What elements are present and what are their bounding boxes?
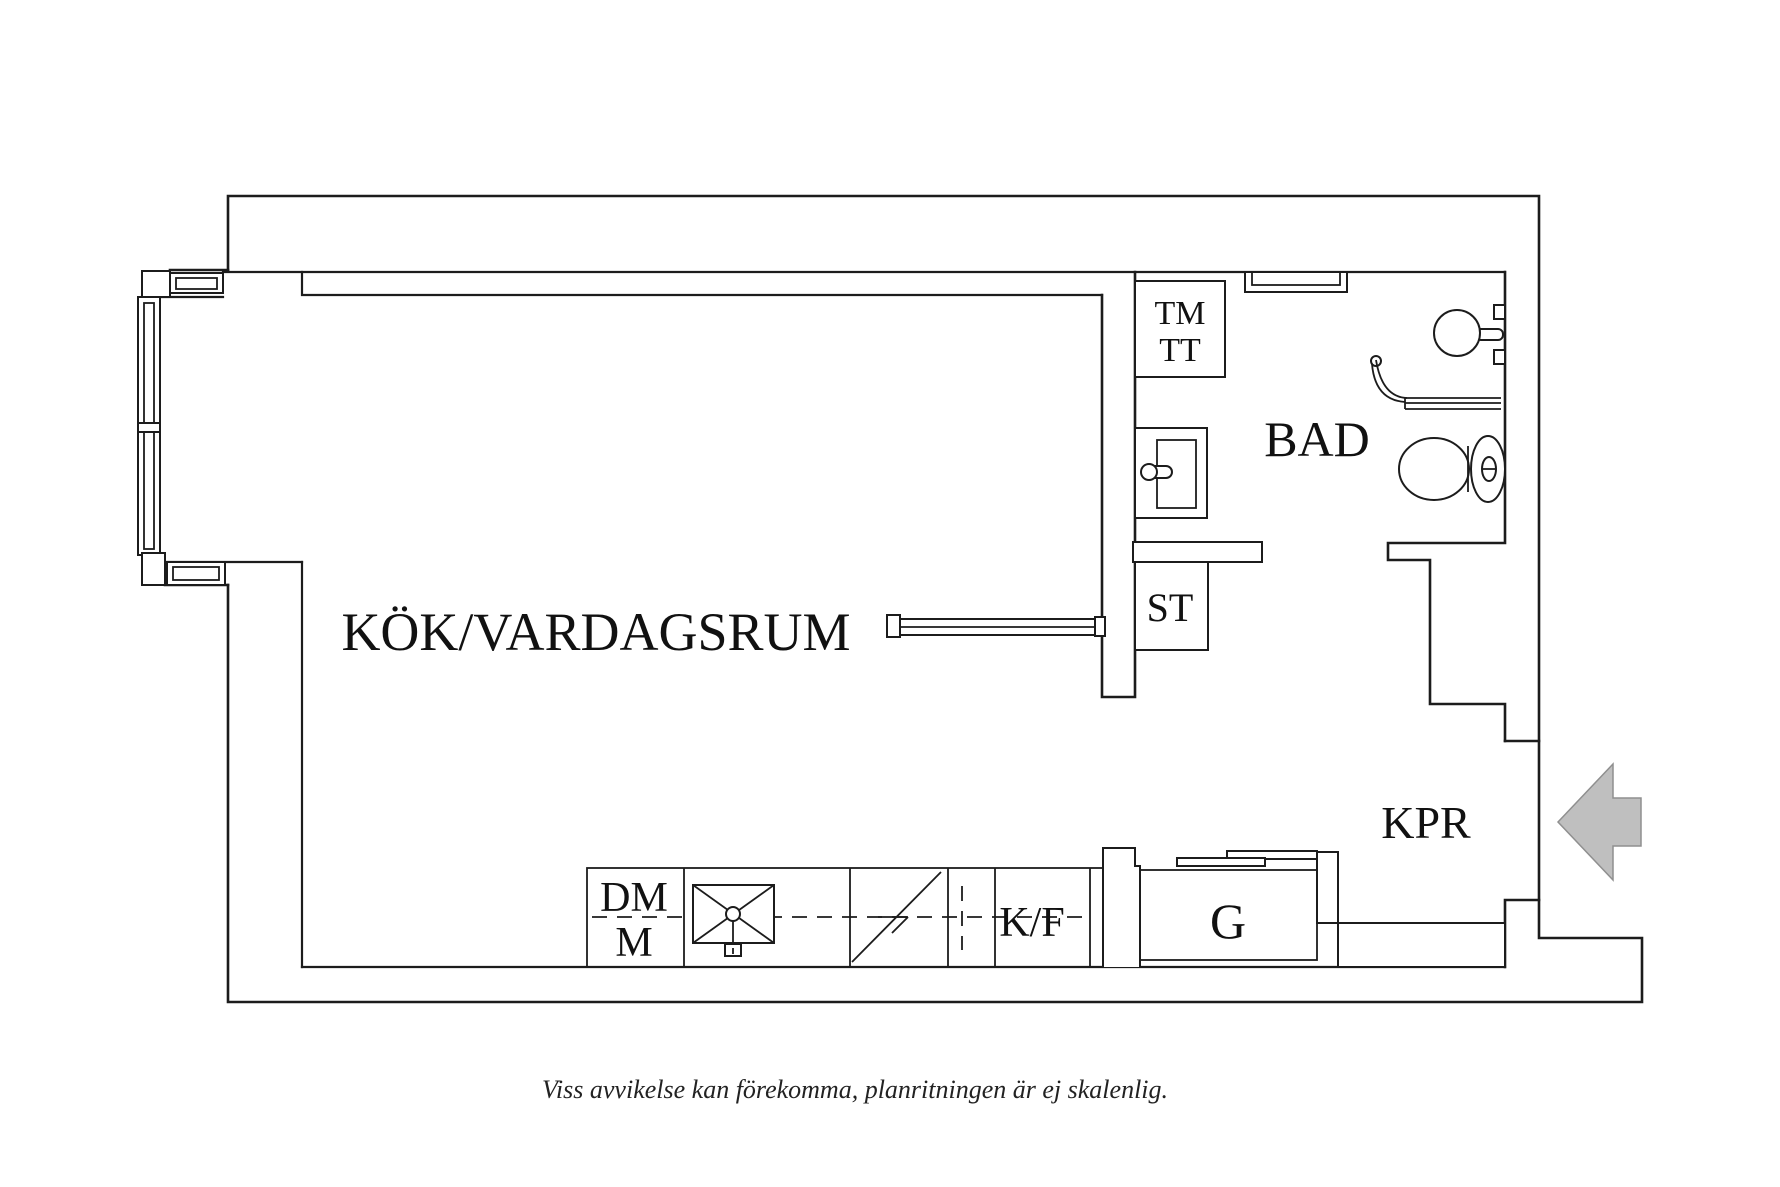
wardrobe-right-stub	[1316, 851, 1339, 924]
bay-window-top	[169, 272, 224, 294]
sink-unit	[692, 884, 775, 957]
bay-corner-pier-top	[141, 270, 171, 298]
niche-outer	[1244, 271, 1348, 293]
bay-window-bottom	[166, 561, 226, 586]
disclaimer-text: Viss avvikelse kan förekomma, planritnin…	[542, 1075, 1168, 1104]
room-label-bad: BAD	[1264, 411, 1370, 467]
window-bay	[137, 270, 226, 586]
closet-st-outline	[1134, 561, 1209, 651]
toilet	[1398, 435, 1506, 503]
outer-walls	[163, 194, 1644, 1004]
appliance-label-tm: TM	[1155, 295, 1206, 332]
closet-label-st: ST	[1147, 585, 1194, 630]
hallway-bottom-wall	[1337, 922, 1506, 968]
outer-wall-outline	[226, 194, 1644, 1004]
left-window-mullion	[137, 422, 161, 433]
towel-rail-bars	[1404, 397, 1501, 410]
room-label-kpr: KPR	[1381, 797, 1471, 848]
wardrobe-sliding-door-2	[1176, 857, 1266, 867]
sliding-door	[886, 614, 1106, 638]
towel-rail-curve	[1371, 359, 1408, 403]
bay-window-top-glass	[175, 277, 218, 290]
entrance-jamb-bottom	[1503, 898, 1541, 969]
bathroom-niche	[1244, 271, 1348, 293]
stove-unit	[851, 871, 942, 963]
wardrobe-label-g: G	[1210, 893, 1246, 949]
washer-dryer-unit	[1134, 280, 1226, 378]
appliance-label-dm: DM	[600, 875, 668, 921]
counter-cell-dividers	[683, 868, 1091, 967]
appliance-label-kf: K/F	[999, 900, 1064, 946]
entrance-arrow-icon	[1556, 762, 1642, 882]
bay-corner-pier-bottom	[141, 552, 166, 586]
bathroom-fixtures	[1134, 280, 1506, 519]
niche-inner	[1251, 271, 1341, 286]
sink-drain	[725, 906, 741, 922]
stove-tick	[878, 916, 909, 934]
kitchen-top-face	[300, 270, 1104, 297]
washbasin-faucet-knob	[1140, 463, 1158, 481]
toilet-bowl	[1398, 437, 1470, 501]
kitchen-counter	[586, 867, 1104, 968]
wardrobe-area	[1102, 847, 1339, 967]
appliance-label-tt: TT	[1159, 332, 1201, 369]
bathroom-shaft-wall	[1386, 270, 1507, 743]
appliance-label-m: M	[615, 920, 652, 966]
bay-window-bottom-glass	[172, 566, 220, 581]
sliding-door-bracket	[1094, 616, 1106, 637]
wall-tab-lower	[1493, 349, 1506, 365]
bathroom-bottom-wall	[1132, 541, 1263, 563]
towel-rail	[1370, 355, 1501, 410]
wall-round-fixture	[1433, 304, 1506, 365]
central-wall	[1100, 270, 1137, 699]
room-label-kok: KÖK/VARDAGSRUM	[341, 602, 850, 662]
sliding-door-end-cap	[886, 614, 901, 638]
counter-end-stub	[1102, 847, 1141, 967]
washbasin	[1134, 427, 1208, 519]
fixture-mirror	[1433, 309, 1481, 357]
wall-tab-upper	[1493, 304, 1506, 320]
